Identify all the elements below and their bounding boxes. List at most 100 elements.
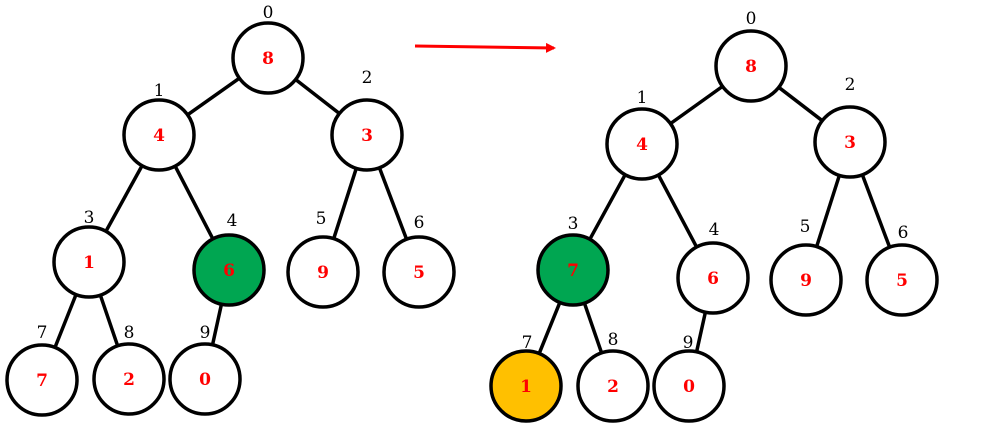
node-circle [676,241,750,315]
node-index-label: 0 [746,9,757,29]
node-circle [813,105,887,179]
node-value: 5 [413,263,425,283]
node-circle [168,342,242,416]
edge-3-8 [98,294,120,347]
tree-node: 73 [536,214,610,307]
node-value: 3 [844,133,856,153]
tree-node: 56 [865,223,939,317]
edge-2-6 [860,174,892,248]
tree-node: 13 [52,208,126,299]
tree-node: 32 [330,68,404,172]
node-index-label: 2 [845,75,856,95]
node-circle [5,343,79,417]
node-circle [865,243,939,317]
node-value: 4 [153,126,165,146]
node-circle [231,21,305,95]
tree-node: 32 [813,75,887,179]
edge-3-7 [53,293,78,349]
node-circle [489,349,563,423]
node-value: 7 [567,261,579,281]
edge-4-9 [210,303,224,346]
tree-node: 28 [576,330,650,423]
tree-node: 64 [192,211,266,307]
node-index-label: 3 [568,214,579,234]
node-index-label: 0 [263,3,274,23]
tree-node: 41 [605,88,679,181]
node-value: 9 [800,271,812,291]
node-index-label: 6 [414,213,425,233]
transition-arrow [414,42,556,53]
node-value: 1 [520,377,532,397]
node-value: 2 [123,370,135,390]
node-circle [382,235,456,309]
node-value: 0 [683,377,695,397]
node-index-label: 1 [637,88,648,108]
node-value: 8 [745,57,757,77]
node-circle [605,107,679,181]
node-circle [52,225,126,299]
node-circle [769,243,843,317]
edge-1-3 [104,164,144,233]
edge-0-1 [669,84,724,126]
tree-node: 80 [714,9,788,103]
node-index-label: 9 [683,333,694,353]
node-value: 1 [83,253,95,273]
edge-1-3 [588,173,627,241]
tree-node: 09 [652,333,726,423]
node-circle [714,29,788,103]
tree-node: 80 [231,3,305,95]
node-index-label: 5 [800,217,811,237]
tree-node: 41 [122,81,196,172]
node-value: 3 [361,126,373,146]
tree-node: 28 [92,323,166,416]
node-index-label: 7 [37,323,48,343]
node-circle [286,235,360,309]
node-index-label: 9 [200,323,211,343]
edge-2-5 [814,174,842,248]
node-circle [652,349,726,423]
edge-1-4 [656,174,699,248]
tree-node: 95 [769,217,843,317]
edge-0-2 [294,78,341,115]
node-circle [576,349,650,423]
node-index-label: 4 [709,220,720,240]
node-index-label: 6 [898,223,909,243]
node-index-label: 5 [316,209,327,229]
node-index-label: 1 [154,81,165,101]
tree-node: 17 [489,333,563,423]
edge-2-5 [332,167,358,240]
node-value: 8 [262,49,274,69]
tree-node: 77 [5,323,79,417]
node-value: 2 [607,377,619,397]
node-value: 6 [223,261,235,281]
edge-2-6 [377,167,409,240]
node-value: 6 [707,269,719,289]
tree-node: 09 [168,323,242,416]
edge-1-4 [173,165,215,240]
node-value: 4 [636,135,648,155]
edge-0-1 [186,76,241,117]
node-index-label: 3 [84,208,95,228]
node-circle [192,233,266,307]
node-circle [122,98,196,172]
node-index-label: 4 [227,211,238,231]
node-index-label: 2 [362,68,373,88]
node-index-label: 7 [522,333,533,353]
edge-3-7 [537,301,562,355]
node-circle [536,233,610,307]
tree-node: 64 [676,220,750,315]
edge-3-8 [582,302,604,354]
node-value: 5 [896,271,908,291]
node-value: 9 [317,263,329,283]
tree-node: 56 [382,213,456,309]
node-circle [330,98,404,172]
node-index-label: 8 [124,323,135,343]
tree-node: 95 [286,209,360,309]
edge-4-9 [694,311,708,353]
node-circle [92,342,166,416]
edge-0-2 [777,85,824,123]
node-value: 0 [199,370,211,390]
